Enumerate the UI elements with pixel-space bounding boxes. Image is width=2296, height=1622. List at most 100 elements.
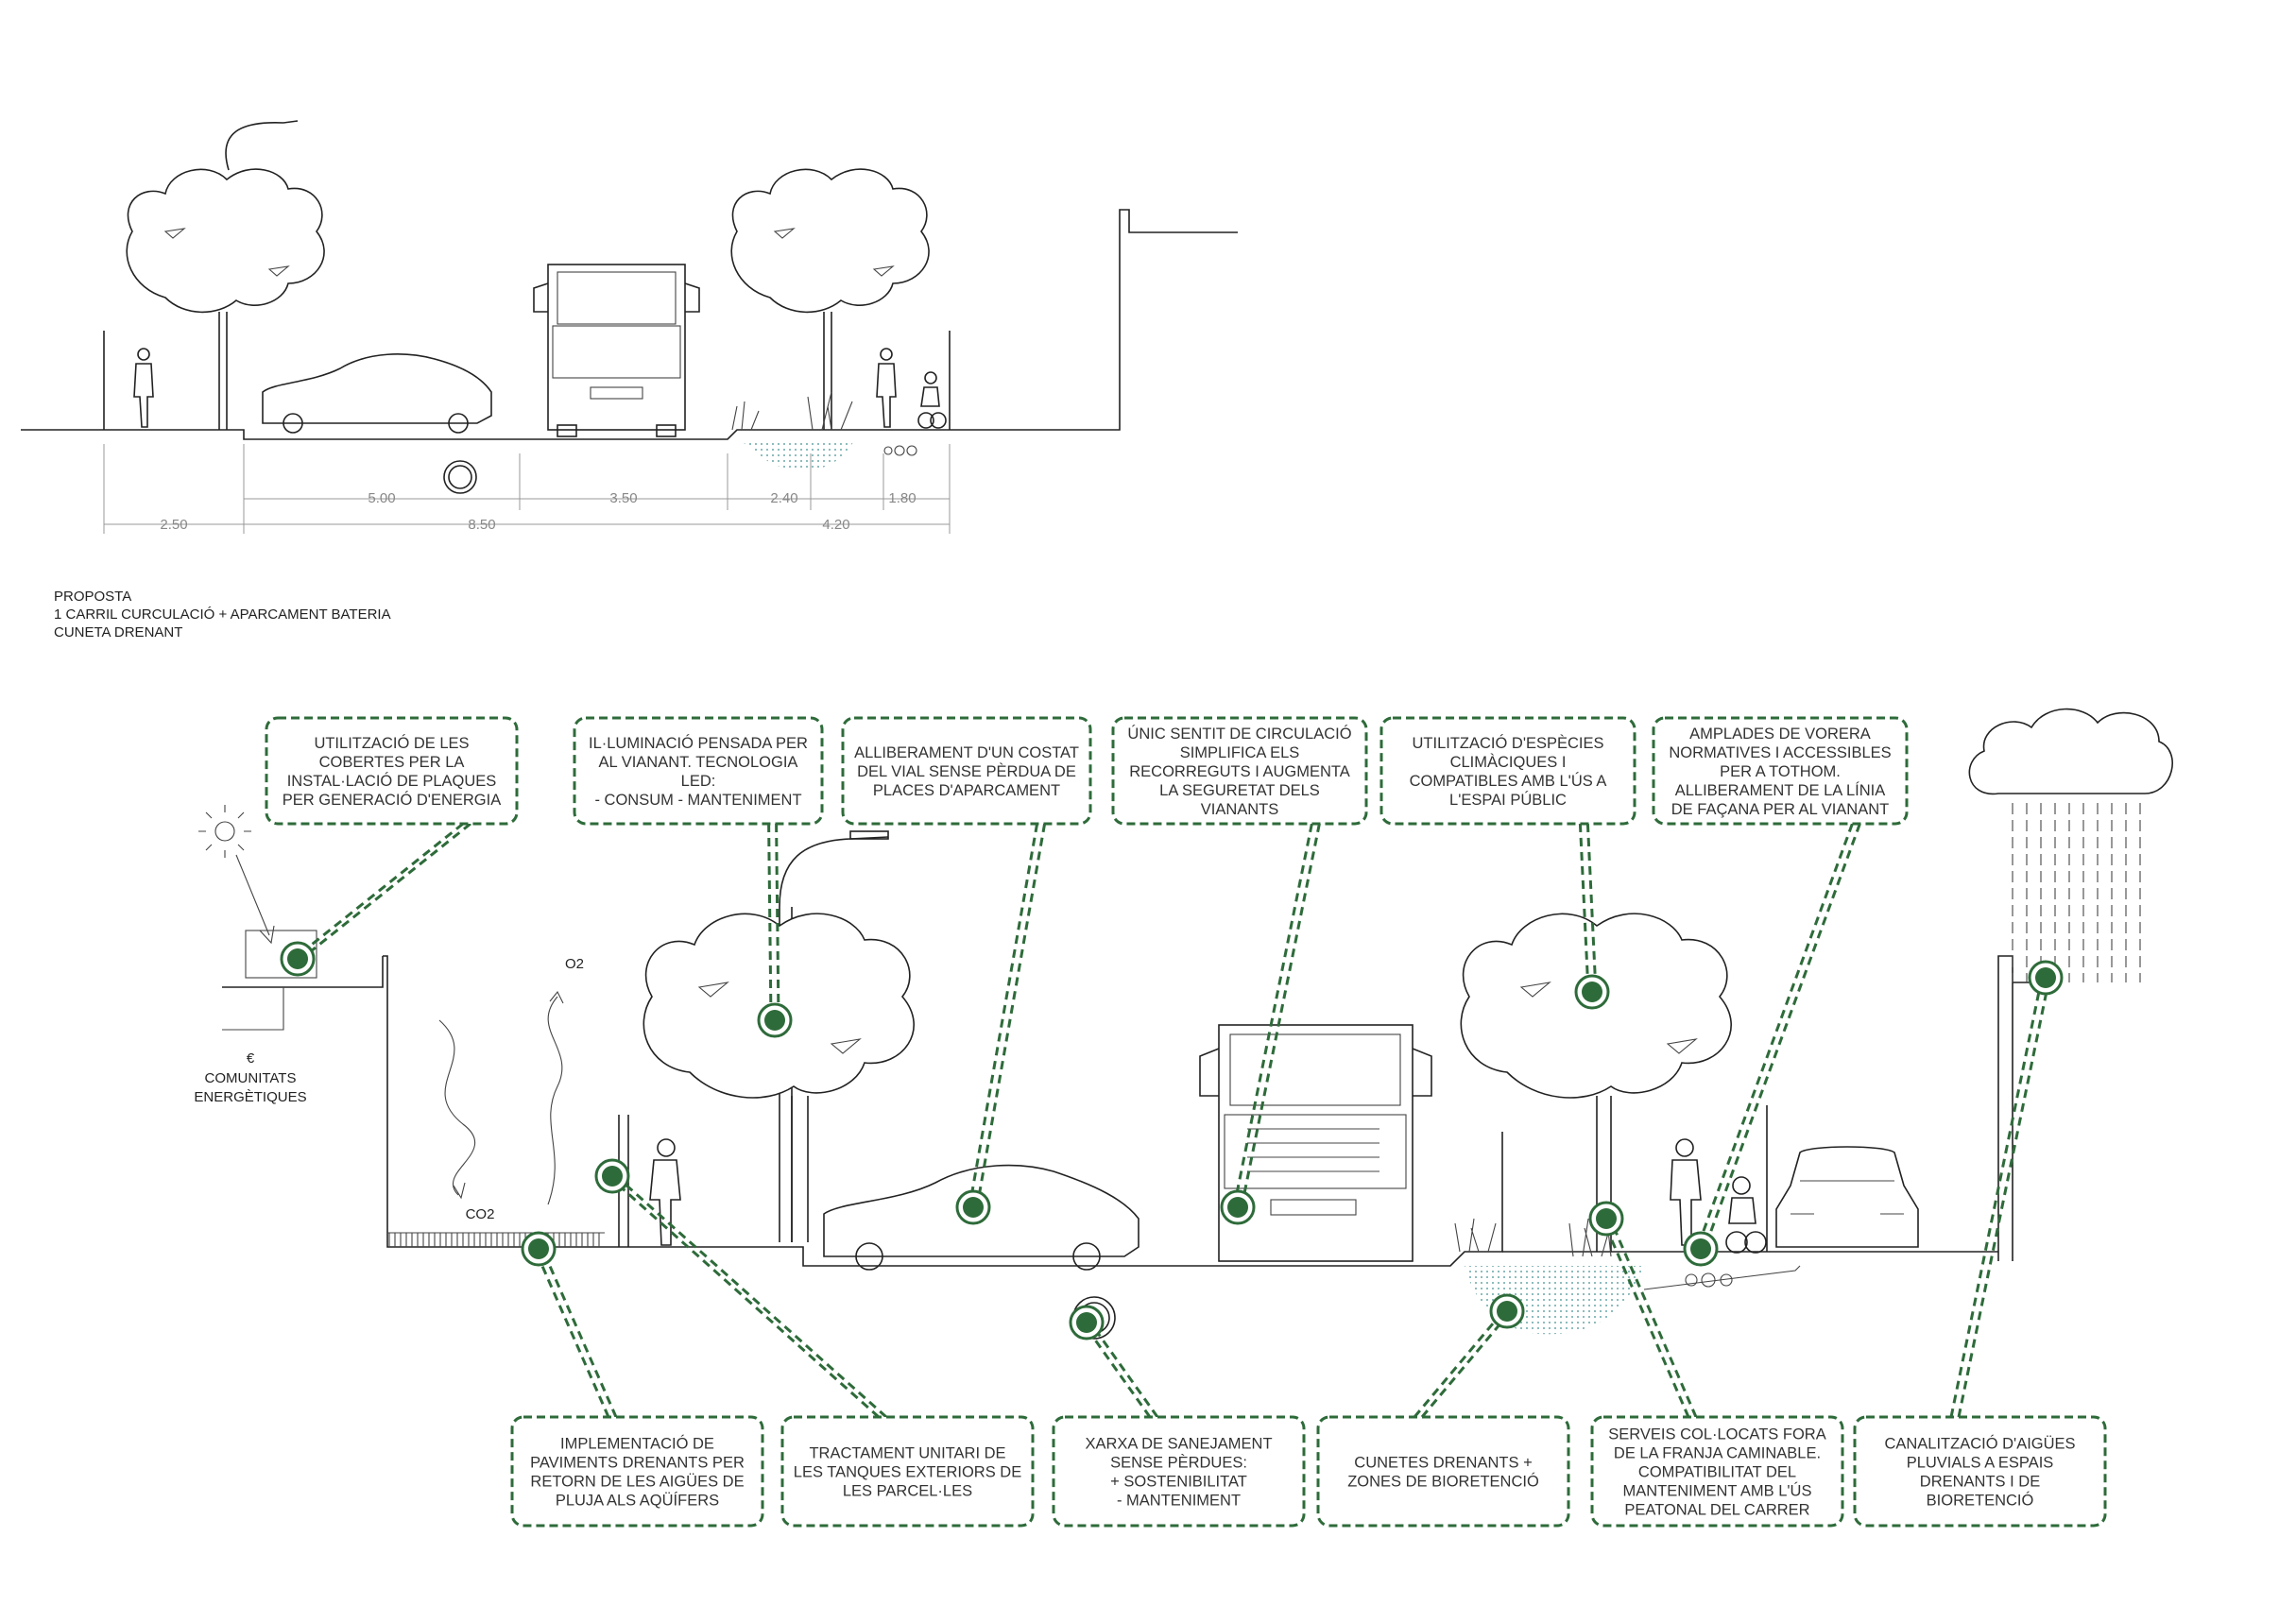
top-leader-line [1695,823,1854,1250]
proposal-title-line3: CUNETA DRENANT [54,624,182,640]
dim-lane: 3.50 [609,490,637,506]
top-callout-text-line: ALLIBERAMENT DE LA LÍNIA [1675,781,1886,799]
drainage-grate [387,1232,605,1247]
top-callout-text-line: ÚNIC SENTIT DE CIRCULACIÓ [1127,725,1351,743]
top-callout-text-line: CLIMÀCIQUES I [1450,753,1567,771]
bottom-callout-text-line: SENSE PÈRDUES: [1110,1454,1247,1472]
pedestrian-right-current [876,348,897,428]
bottom-callout-marker [594,1158,630,1194]
bottom-leader-line [1088,1322,1159,1418]
top-leader-line [300,822,471,961]
bottom-callout-marker [2028,960,2064,996]
pedestrian-left-proposal [649,1138,681,1246]
bottom-leader-line [608,1174,880,1419]
wheelchair-current [917,371,947,429]
bottom-callout-text-line: - MANTENIMENT [1117,1493,1241,1510]
top-leader-line [293,822,464,961]
bottom-callout-text-line: CUNETES DRENANTS + [1354,1455,1532,1472]
bottom-callout-box [1316,1415,1570,1528]
top-callout-text-line: UTILITZACIÓ D'ESPÈCIES [1412,734,1603,752]
bottom-callout-box [1590,1415,1844,1528]
dim-swale: 2.40 [770,490,797,506]
top-callout-box [1111,716,1368,826]
dim-total-right: 4.20 [822,517,849,533]
proposal-title: PROPOSTA 1 CARRIL CURCULACIÓ + APARCAMEN… [54,589,391,640]
bottom-callout-marker [1588,1201,1624,1237]
top-callout-box [265,716,519,826]
car-proposal [823,1164,1139,1271]
bottom-leader-line [540,1248,618,1418]
lamp-current [225,120,299,171]
top-callout-text-line: SIMPLIFICA ELS [1180,744,1300,761]
car-current [262,353,492,434]
top-callout-2: IL·LUMINACIÓ PENSADA PER AL VIANANT. TECN… [573,716,824,826]
top-callout-text-line: AL VIANANT. TECNOLOGIA [599,754,798,771]
bottom-callout-text-line: COMPATIBILITAT DEL [1638,1464,1796,1481]
top-callout-marker [757,1002,793,1038]
top-leader-line [767,823,773,1021]
top-callout-text-line: ALLIBERAMENT D'UN COSTAT [854,744,1079,761]
bottom-callout-text-line: BIORETENCIÓ [1927,1492,2034,1510]
tree-left-current [126,168,325,430]
bottom-leader-line [1413,1310,1505,1418]
bottom-callout-text-line: PAVIMENTS DRENANTS PER [530,1455,745,1472]
top-leader-line [975,823,1047,1208]
current-section: 2.50 5.00 3.50 2.40 1.80 8.50 4.20 [21,120,1238,534]
rain-cloud-icon [1968,708,2173,982]
wheelchair-proposal [1725,1176,1767,1254]
top-callout-text-line: - CONSUM - MANTENIMENT [594,792,801,809]
top-callout-text-line: LA SEGURETAT DELS [1159,782,1320,799]
top-callout-text-line: DE FAÇANA PER AL VIANANT [1671,801,1889,818]
bottom-callout-text-line: MANTENIMENT AMB L'ÚS [1623,1482,1812,1500]
top-callout-text-line: UTILITZACIÓ DE LES [314,734,469,752]
co2-arrow [438,1019,476,1196]
bottom-leader-line [615,1174,887,1419]
callouts: UTILITZACIÓ DE LES COBERTES PER LAINSTAL·… [265,716,2107,1528]
bottom-leader-line [533,1248,610,1418]
bottom-callout-text-line: IMPLEMENTACIÓ DE [560,1435,714,1453]
bottom-callout-text-line: + SOSTENIBILITAT [1110,1474,1247,1491]
bottom-callout-box [1853,1415,2107,1528]
bottom-callout-marker [521,1231,557,1267]
top-callout-marker [1683,1231,1719,1267]
top-callout-marker [955,1189,991,1225]
bottom-callout-box [510,1415,764,1528]
bottom-callout-text-line: PLUJA ALS AQÜÍFERS [556,1492,719,1510]
bottom-leader-line [1081,1322,1152,1418]
dim-parking: 5.00 [368,490,395,506]
bottom-leader-line [1608,1218,1698,1418]
bottom-callout-text-line: LES PARCEL·LES [843,1483,972,1500]
solar-panel [245,930,317,979]
top-callout-text-line: NORMATIVES I ACCESSIBLES [1669,744,1891,761]
bottom-callout-box [780,1415,1035,1528]
top-callout-text-line: L'ESPAI PÚBLIC [1449,791,1567,809]
top-callout-text-line: INSTAL·LACIÓ DE PLAQUES [287,772,497,790]
dimension-lines [103,444,951,534]
bottom-leader-line [1957,977,2051,1418]
top-callout-1: UTILITZACIÓ DE LES COBERTES PER LAINSTAL·… [265,716,519,826]
top-leader-line [1240,823,1321,1208]
top-callout-box [573,716,824,826]
o2-label: O2 [565,956,584,972]
bottom-callout-marker [1069,1305,1105,1340]
dim-total-road: 8.50 [468,517,495,533]
truck-proposal [1199,1024,1432,1262]
top-callout-text-line: DEL VIAL SENSE PÈRDUA DE [857,762,1076,780]
top-callout-text-line: PER GENERACIÓ D'ENERGIA [283,791,501,809]
top-callout-text-line: VIANANTS [1201,801,1279,818]
top-callout-text-line: IL·LUMINACIÓ PENSADA PER [589,734,808,752]
energy-symbol: € [247,1050,255,1067]
top-callout-marker [280,941,316,977]
top-callout-box [841,716,1092,826]
top-callout-text-line: COBERTES PER LA [319,754,465,771]
co2-label: CO2 [466,1206,495,1222]
proposal-title-line2: 1 CARRIL CURCULACIÓ + APARCAMENT BATERIA [54,606,391,623]
utilities-proposal [1685,1272,1733,1288]
